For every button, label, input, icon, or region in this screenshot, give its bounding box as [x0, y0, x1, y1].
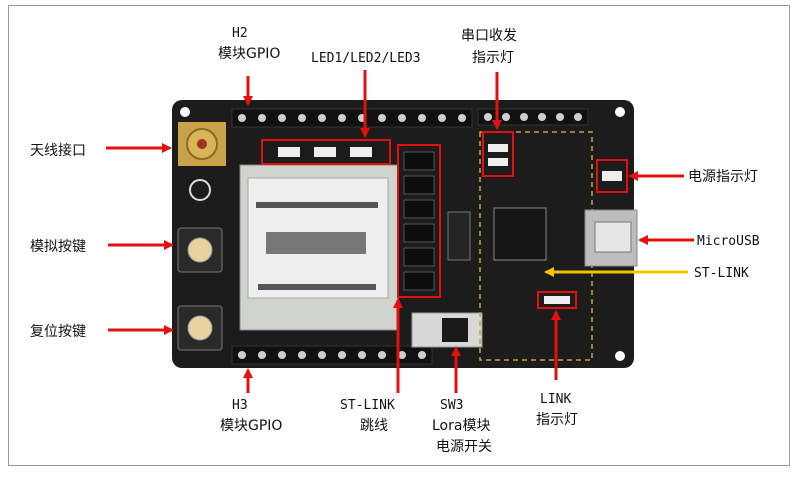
- label-led: LED1/LED2/LED3: [311, 51, 421, 66]
- reset-key-button-shape: [177, 305, 223, 351]
- jumper-cap: [403, 271, 435, 291]
- header-pin: [298, 114, 306, 122]
- header-pin: [238, 351, 246, 359]
- stlink-jumper-highlight: [397, 144, 441, 298]
- pcb-board: [172, 100, 638, 368]
- label-link-line2: 指示灯: [536, 412, 578, 428]
- jumper-cap: [403, 223, 435, 243]
- header-pin: [378, 114, 386, 122]
- header-pin: [278, 351, 286, 359]
- label-stlink-jumper-line2: 跳线: [360, 418, 388, 434]
- image-frame: [8, 5, 790, 466]
- header-pin: [318, 114, 326, 122]
- link-led-highlight: [537, 291, 577, 309]
- label-microusb: MicroUSB: [697, 234, 760, 249]
- header-pin: [502, 113, 510, 121]
- label-h3-line1: H3: [232, 398, 248, 413]
- label-serial-line2: 指示灯: [472, 50, 514, 66]
- label-sim-key: 模拟按键: [30, 239, 86, 255]
- label-h2-line1: H2: [232, 26, 248, 41]
- label-serial-line1: 串口收发: [461, 28, 517, 44]
- led1-shape: [278, 147, 300, 157]
- power-led-highlight: [596, 159, 628, 193]
- header-pin: [338, 114, 346, 122]
- header-pin: [418, 114, 426, 122]
- header-pin: [556, 113, 564, 121]
- header-pin: [438, 114, 446, 122]
- header-pin: [520, 113, 528, 121]
- led3-shape: [350, 147, 372, 157]
- label-link-line1: LINK: [540, 392, 571, 407]
- labels: H2 模块GPIO LED1/LED2/LED3 串口收发 指示灯 天线接口 电…: [30, 26, 760, 455]
- label-sw3-line2: Lora模块: [432, 418, 490, 434]
- board-logo: [189, 179, 211, 201]
- header-pin: [574, 113, 582, 121]
- mcu-chip: [493, 207, 547, 261]
- microusb-port-shape: [584, 209, 638, 267]
- header-pin: [418, 351, 426, 359]
- top-header-pins: [231, 108, 473, 128]
- label-sw3-line1: SW3: [440, 398, 463, 413]
- header-pin: [378, 351, 386, 359]
- jumper-cap: [403, 151, 435, 171]
- top-right-header: [477, 108, 589, 126]
- sw3-switch-shape: [411, 312, 483, 348]
- header-pin: [238, 114, 246, 122]
- annotation-arrows: [106, 70, 694, 393]
- header-pin: [484, 113, 492, 121]
- jumper-cap: [403, 247, 435, 267]
- jumper-cap: [403, 175, 435, 195]
- led2-shape: [314, 147, 336, 157]
- regulator-chip: [447, 211, 471, 261]
- header-pin: [258, 351, 266, 359]
- antenna-connector: [178, 122, 226, 166]
- jumper-cap: [403, 199, 435, 219]
- header-pin: [358, 351, 366, 359]
- label-h3-line2: 模块GPIO: [220, 418, 282, 434]
- bottom-header-pins: [231, 345, 433, 365]
- header-pin: [458, 114, 466, 122]
- header-pin: [298, 351, 306, 359]
- label-stlink: ST-LINK: [694, 266, 749, 281]
- label-stlink-jumper-line1: ST-LINK: [340, 398, 395, 413]
- label-power-led: 电源指示灯: [688, 169, 758, 185]
- label-h2-line2: 模块GPIO: [218, 46, 280, 62]
- header-pin: [258, 114, 266, 122]
- header-pin: [538, 113, 546, 121]
- header-pin: [278, 114, 286, 122]
- label-antenna: 天线接口: [30, 142, 86, 159]
- led-highlight-box: [261, 139, 391, 165]
- serial-led-highlight: [482, 131, 514, 177]
- header-pin: [398, 114, 406, 122]
- sim-key-button-shape: [177, 227, 223, 273]
- header-pin: [398, 351, 406, 359]
- label-sw3-line3: 电源开关: [436, 439, 492, 455]
- header-pin: [318, 351, 326, 359]
- header-pin: [338, 351, 346, 359]
- lora-module: [239, 164, 399, 331]
- label-reset-key: 复位按键: [30, 323, 86, 340]
